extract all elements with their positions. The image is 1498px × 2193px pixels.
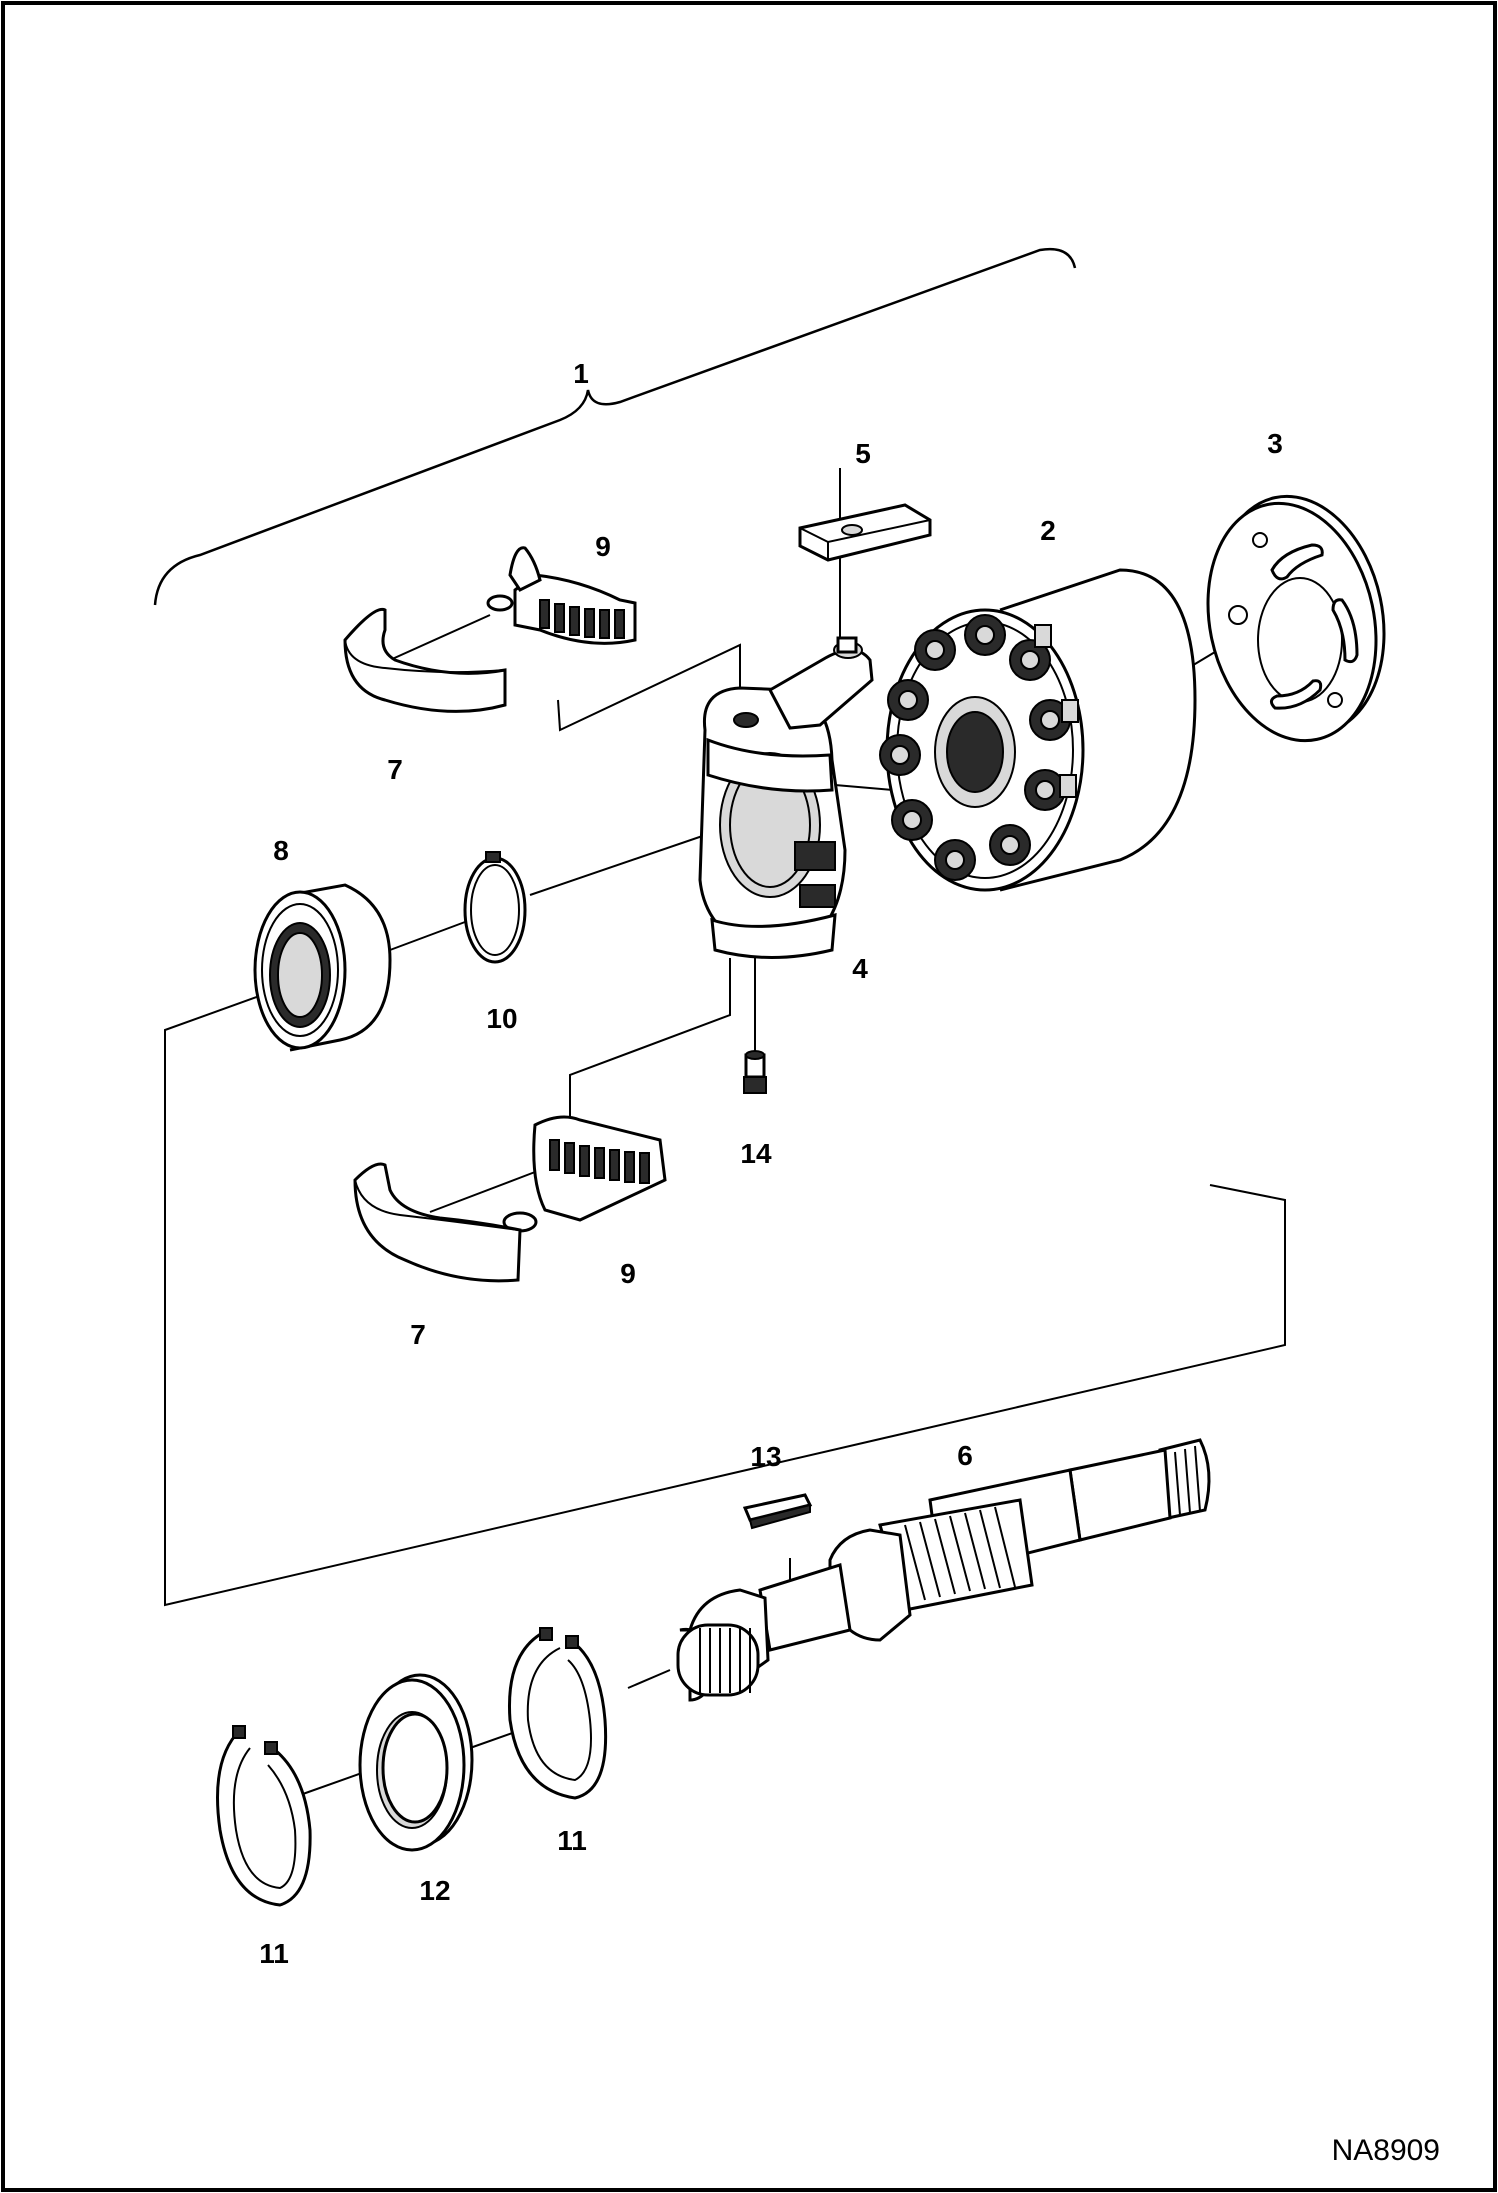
- group-brace: [153, 247, 1077, 606]
- callout-9-upper: 9: [595, 531, 611, 562]
- callout-14: 14: [740, 1138, 772, 1169]
- callout-9-lower: 9: [620, 1258, 636, 1289]
- callout-13: 13: [750, 1441, 781, 1472]
- part-12-seal: [358, 1673, 474, 1852]
- drawing-code: NA8909: [1332, 2134, 1440, 2167]
- callout-6: 6: [957, 1440, 973, 1471]
- callout-7-lower: 7: [410, 1319, 426, 1350]
- cylinder-bores: [879, 614, 1071, 881]
- callout-2: 2: [1040, 515, 1056, 546]
- callout-4: 4: [852, 953, 868, 984]
- part-2-cylinder-block: [879, 568, 1197, 892]
- callout-8: 8: [273, 835, 289, 866]
- part-5-key: [798, 503, 932, 562]
- part-4-swashplate: [698, 636, 874, 959]
- callout-10: 10: [486, 1003, 517, 1034]
- part-14-screw: [743, 1050, 767, 1094]
- part-7-race-upper: [343, 607, 507, 713]
- callout-labels: 1 2 3 4 5 6 7 7 8 9 9 10 11 11 12 13 14: [259, 358, 1283, 1969]
- callout-3: 3: [1267, 428, 1283, 459]
- part-6-shaft: [676, 1438, 1211, 1702]
- callout-7-upper: 7: [387, 754, 403, 785]
- part-13-key: [742, 1493, 813, 1530]
- part-10-snap-ring: [463, 851, 527, 964]
- part-9-bearing-cage-lower: [502, 1115, 667, 1233]
- callout-1: 1: [573, 358, 589, 389]
- part-11-snap-ring-left: [216, 1725, 312, 1907]
- callout-11-right: 11: [557, 1825, 587, 1856]
- part-9-bearing-cage-upper: [486, 546, 637, 645]
- part-11-snap-ring-right: [507, 1627, 608, 1800]
- callout-11-left: 11: [259, 1938, 289, 1969]
- part-8-ball-bearing: [253, 883, 392, 1052]
- leader-lines: [164, 468, 1286, 1796]
- callout-5: 5: [855, 438, 871, 469]
- callout-12: 12: [419, 1875, 450, 1906]
- part-7-race-lower: [353, 1162, 522, 1283]
- part-3-valve-plate: [1206, 494, 1386, 743]
